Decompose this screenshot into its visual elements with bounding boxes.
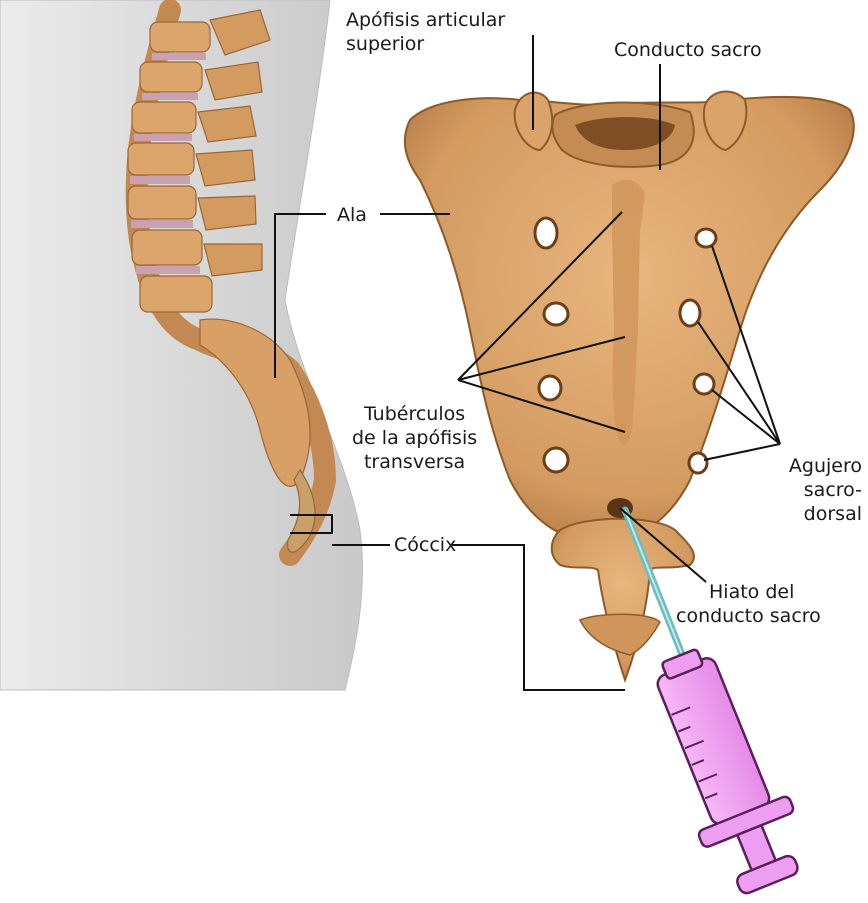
label-tuberculos-line3: transversa bbox=[352, 450, 477, 474]
label-tuberculos: Tubérculos de la apófisis transversa bbox=[352, 402, 477, 474]
label-agujero-line1: Agujero bbox=[766, 454, 862, 478]
label-conducto-sacro: Conducto sacro bbox=[614, 38, 762, 62]
label-apofisis-line2: superior bbox=[346, 32, 505, 56]
label-agujero-line2: sacro- bbox=[766, 478, 862, 502]
label-agujero-sacro-dorsal: Agujero sacro- dorsal bbox=[766, 454, 862, 526]
label-tuberculos-line1: Tubérculos bbox=[352, 402, 477, 426]
label-coccix: Cóccix bbox=[394, 533, 456, 557]
label-hiato-conducto-sacro: Hiato del conducto sacro bbox=[676, 580, 821, 628]
label-hiato-line1: Hiato del bbox=[676, 580, 821, 604]
label-apofisis-articular-superior: Apófisis articular superior bbox=[346, 8, 505, 56]
label-tuberculos-line2: de la apófisis bbox=[352, 426, 477, 450]
label-hiato-line2: conducto sacro bbox=[676, 604, 821, 628]
label-ala: Ala bbox=[337, 203, 367, 227]
label-apofisis-line1: Apófisis articular bbox=[346, 8, 505, 32]
label-agujero-line3: dorsal bbox=[766, 502, 862, 526]
coccyx bbox=[552, 519, 694, 680]
